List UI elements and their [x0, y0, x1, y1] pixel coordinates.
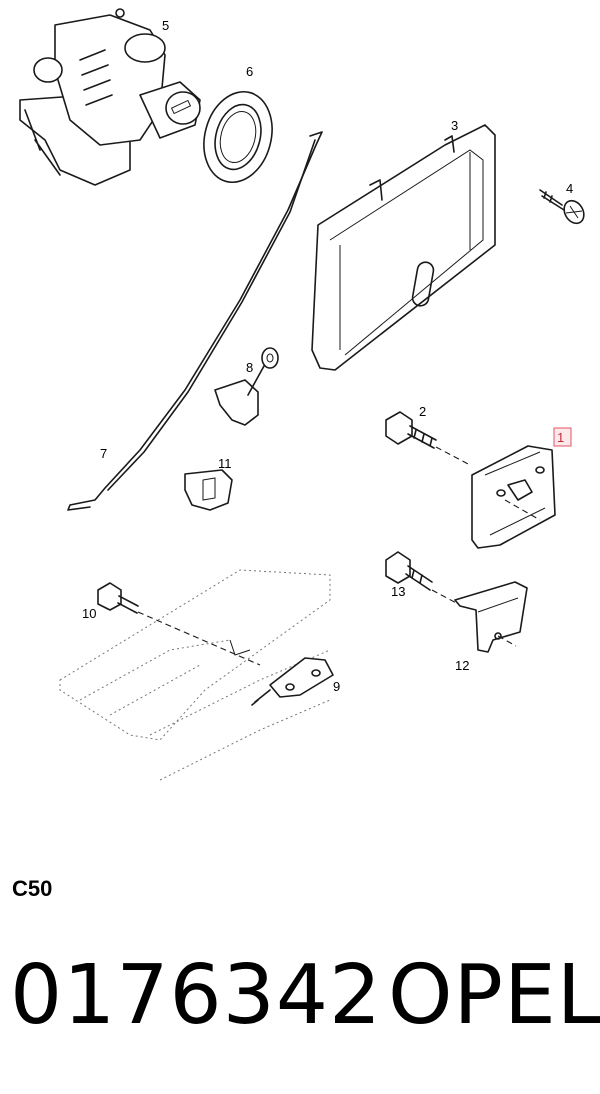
- part-13-bolt: [385, 551, 461, 606]
- part-10-bolt: [97, 582, 261, 666]
- callout-6: 6: [246, 64, 253, 79]
- part-8-clip: [214, 347, 279, 426]
- part-3-cover-plate: [311, 124, 496, 371]
- callout-7: 7: [100, 446, 107, 461]
- callout-10: 10: [82, 606, 96, 621]
- part-5-lock-assembly: [19, 8, 201, 186]
- part-7-rod: [67, 131, 323, 511]
- part-number: 0176342: [10, 948, 383, 1043]
- section-code: C50: [12, 876, 53, 901]
- callout-3: 3: [451, 118, 458, 133]
- part-4-screw: [539, 189, 585, 225]
- brand-name: OPEL: [388, 948, 600, 1043]
- callout-12: 12: [455, 658, 469, 673]
- callout-1-highlight-box: [553, 427, 572, 447]
- callout-11: 11: [218, 456, 232, 471]
- part-11-bush: [184, 469, 233, 511]
- callout-13: 13: [391, 584, 405, 599]
- callout-1: 1: [557, 430, 564, 445]
- callout-5: 5: [162, 18, 169, 33]
- exploded-parts-diagram: 1 2 3 4 5 6 7 8 9 10 11 12 13: [19, 8, 585, 781]
- callout-2: 2: [419, 404, 426, 419]
- part-1-bracket: [471, 445, 556, 549]
- callout-8: 8: [246, 360, 253, 375]
- part-6-grommet: [203, 90, 273, 184]
- part-9-lock-base: [59, 569, 334, 781]
- callout-4: 4: [566, 181, 573, 196]
- part-12-bracket: [454, 581, 528, 653]
- part-2-bolt: [385, 411, 471, 466]
- callout-9: 9: [333, 679, 340, 694]
